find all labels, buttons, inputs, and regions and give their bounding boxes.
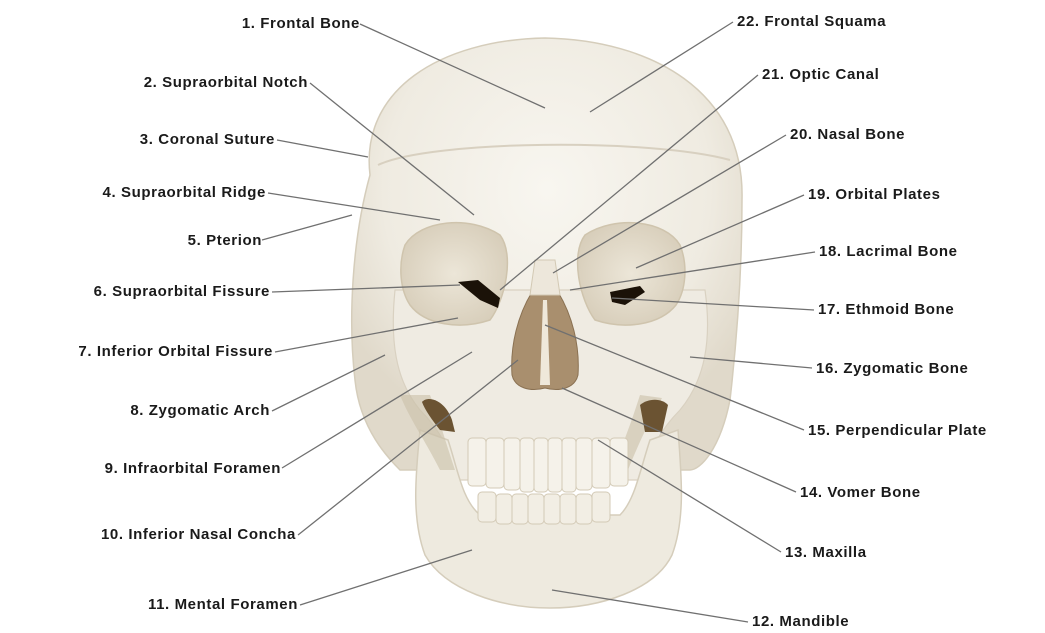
label-ethmoid-bone: 17. Ethmoid Bone xyxy=(818,301,954,319)
label-coronal-suture: 3. Coronal Suture xyxy=(140,131,275,149)
label-zygomatic-arch: 8. Zygomatic Arch xyxy=(130,402,270,420)
lower-teeth xyxy=(478,492,610,524)
label-inferior-nasal-concha: 10. Inferior Nasal Concha xyxy=(101,526,296,544)
label-mental-foramen: 11. Mental Foramen xyxy=(148,596,298,614)
label-supraorbital-notch: 2. Supraorbital Notch xyxy=(144,74,308,92)
label-pterion: 5. Pterion xyxy=(188,232,262,250)
leader-line-5 xyxy=(262,215,352,240)
label-frontal-bone: 1. Frontal Bone xyxy=(242,15,360,33)
right-orbit xyxy=(578,223,685,325)
leader-line-3 xyxy=(277,140,368,157)
label-frontal-squama: 22. Frontal Squama xyxy=(737,13,886,31)
label-mandible: 12. Mandible xyxy=(752,613,849,631)
label-maxilla: 13. Maxilla xyxy=(785,544,867,562)
label-infraorbital-foramen: 9. Infraorbital Foramen xyxy=(105,460,281,478)
label-inferior-orbital-fissure: 7. Inferior Orbital Fissure xyxy=(78,343,273,361)
label-perpendicular-plate: 15. Perpendicular Plate xyxy=(808,422,987,440)
label-supraorbital-ridge: 4. Supraorbital Ridge xyxy=(103,184,266,202)
label-supraorbital-fissure: 6. Supraorbital Fissure xyxy=(94,283,270,301)
left-orbit xyxy=(401,223,508,325)
nasal-bone-shape xyxy=(530,260,560,295)
label-orbital-plates: 19. Orbital Plates xyxy=(808,186,941,204)
label-zygomatic-bone: 16. Zygomatic Bone xyxy=(816,360,969,378)
label-vomer-bone: 14. Vomer Bone xyxy=(800,484,921,502)
upper-teeth xyxy=(468,438,628,492)
label-nasal-bone: 20. Nasal Bone xyxy=(790,126,905,144)
label-lacrimal-bone: 18. Lacrimal Bone xyxy=(819,243,958,261)
label-optic-canal: 21. Optic Canal xyxy=(762,66,879,84)
